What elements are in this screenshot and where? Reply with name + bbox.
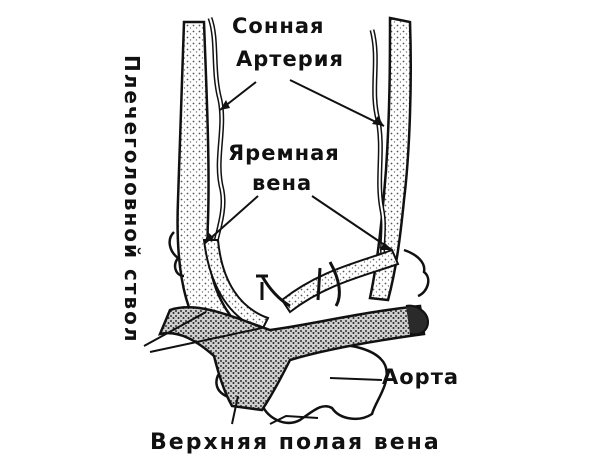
right-jugular-vein	[369, 29, 387, 261]
brachiocephalic-trunk-label: Плечеголовной ствол	[120, 55, 144, 344]
superior-vena-cava-shape	[157, 304, 426, 412]
jugular-vein-label-line1: Яремная	[228, 141, 340, 165]
aorta-label: Аорта	[382, 365, 460, 389]
left-brachiocephalic-vein	[202, 239, 270, 332]
carotid-artery-label-line2: Артерия	[236, 47, 344, 71]
right-brachiocephalic-vein	[280, 248, 400, 314]
carotid-artery-label-line1: Сонная	[232, 14, 325, 38]
jugular-vein-label-line2: вена	[252, 171, 313, 195]
right-vessel	[368, 16, 412, 302]
superior-vena-cava-label: Верхняя полая вена	[150, 430, 441, 455]
